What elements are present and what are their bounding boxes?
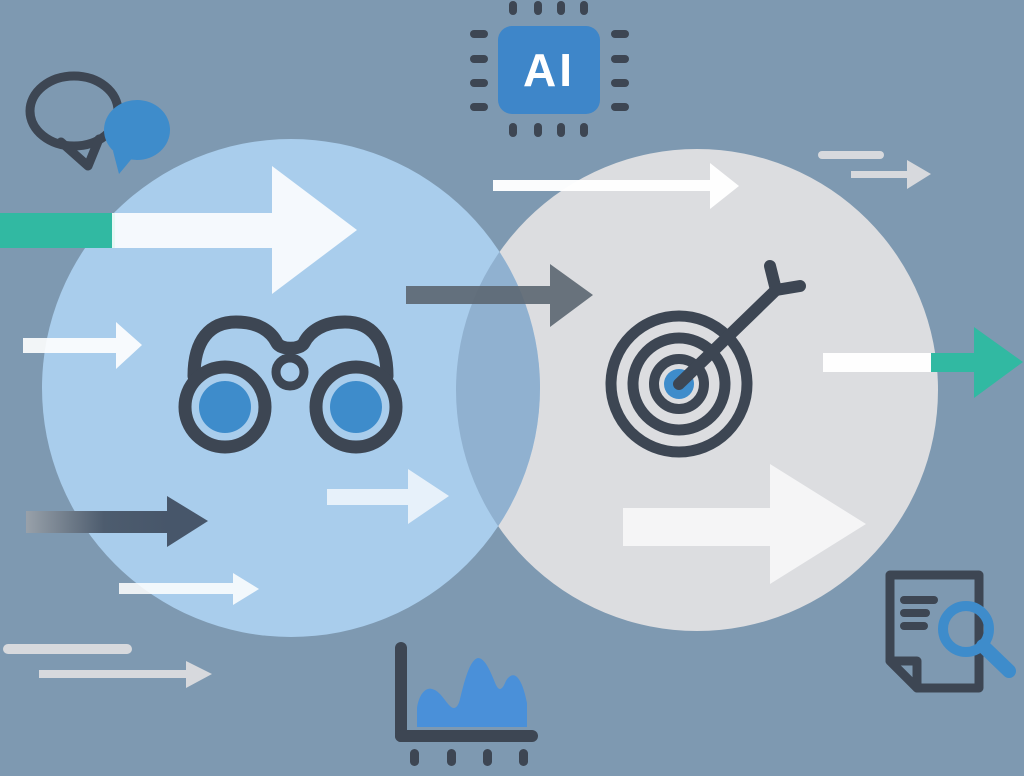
outline-bubble-tail-icon xyxy=(56,134,104,171)
teal-bar-left-icon xyxy=(0,213,115,248)
binoculars-right-lens xyxy=(330,381,382,433)
binoculars-icon xyxy=(178,315,403,454)
blue-bubble-tail-icon xyxy=(113,151,134,174)
speech-bubbles-icon xyxy=(25,71,170,174)
white-arrow-mid-left-icon xyxy=(23,322,142,369)
chart-area xyxy=(417,658,527,727)
gray-arrow-top-right-icon xyxy=(851,160,931,189)
dark-arrow-lower-left-head-icon xyxy=(167,496,208,547)
binoculars-left-barrel xyxy=(178,360,272,454)
document-fold xyxy=(885,656,922,693)
white-tail-right-icon xyxy=(823,353,931,372)
target-inner-ring xyxy=(649,354,709,414)
document-magnifier-icon xyxy=(885,570,1016,693)
chart-ticks xyxy=(410,749,528,766)
gray-bar-bottom-left-icon xyxy=(3,644,132,654)
chip-body xyxy=(498,26,600,114)
dart-fletching xyxy=(764,260,806,296)
chip-label: AI xyxy=(523,44,575,96)
binoculars-focus-wheel xyxy=(271,353,309,391)
teal-arrow-right-icon xyxy=(931,327,1023,398)
chip-pins xyxy=(470,1,629,137)
document-outline xyxy=(885,570,984,693)
ai-chip-icon: AI xyxy=(470,1,629,137)
target-arrow-icon xyxy=(605,260,806,458)
magnifier-handle xyxy=(976,639,1016,678)
binoculars-left-lens xyxy=(199,381,251,433)
target-outer-ring xyxy=(605,310,753,458)
white-arrow-top-right-icon xyxy=(493,163,739,209)
blue-bubble-icon xyxy=(104,100,170,160)
gray-arrow-bottom-left-icon xyxy=(39,661,212,688)
white-arrow-in-left-circle-icon xyxy=(327,469,449,524)
dark-arrow-lower-left-tail-icon xyxy=(26,511,168,533)
gray-bar-top-right-icon xyxy=(818,151,884,159)
dark-arrow-center-icon xyxy=(406,264,593,327)
area-chart-icon xyxy=(395,642,538,766)
binoculars-right-barrel xyxy=(309,360,403,454)
flow-arrows xyxy=(0,151,1023,688)
dart-shaft xyxy=(673,284,782,390)
large-white-arrow-left-icon xyxy=(112,166,357,294)
target-middle-ring xyxy=(627,332,731,436)
magnifier-lens xyxy=(938,601,994,657)
binoculars-bridge xyxy=(187,315,394,383)
large-pale-arrow-right-circle-icon xyxy=(623,464,866,584)
white-arrow-bottom-left-icon xyxy=(119,573,259,605)
document-text-lines xyxy=(900,596,938,630)
